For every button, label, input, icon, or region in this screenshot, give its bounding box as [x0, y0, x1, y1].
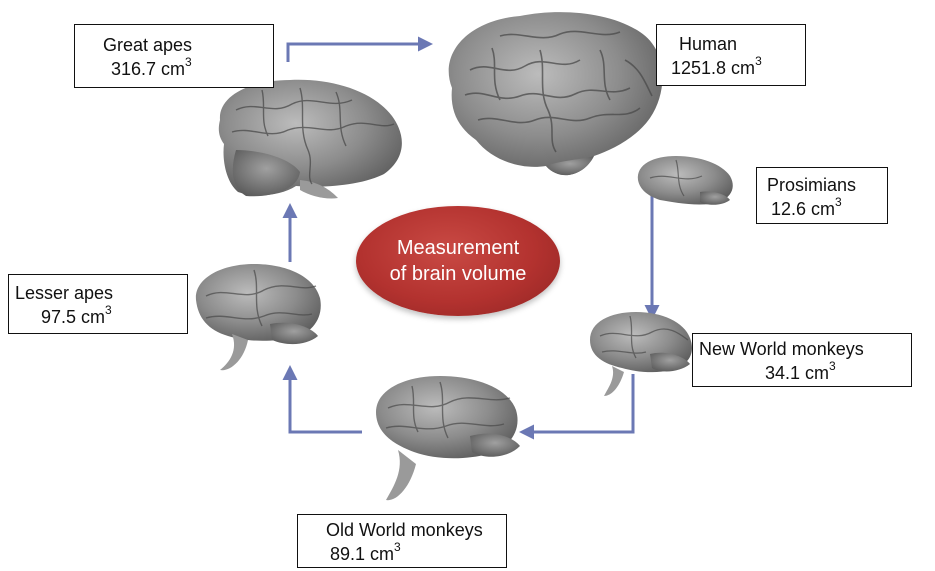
label-prosimians-name: Prosimians: [767, 173, 887, 197]
unit-exponent: 3: [105, 303, 112, 317]
unit-exponent: 3: [755, 54, 762, 68]
unit-exponent: 3: [835, 195, 842, 209]
label-great-apes: Great apes 316.7 cm3: [74, 24, 274, 88]
unit-exponent: 3: [185, 55, 192, 69]
center-measurement-ellipse: Measurement of brain volume: [356, 206, 560, 316]
center-title-line1: Measurement: [397, 235, 519, 261]
label-prosimians-volume: 12.6 cm: [771, 199, 835, 219]
label-great-apes-volume: 316.7 cm: [111, 59, 185, 79]
center-title-line2: of brain volume: [390, 261, 527, 287]
old-world-monkey-brain-icon: [376, 376, 520, 500]
human-brain-icon: [449, 12, 663, 175]
new-world-monkey-brain-icon: [590, 312, 692, 396]
label-new-world-monkeys: New World monkeys 34.1 cm3: [692, 333, 912, 387]
label-human-volume: 1251.8 cm: [671, 58, 755, 78]
label-lesser-apes: Lesser apes 97.5 cm3: [8, 274, 188, 334]
label-human: Human 1251.8 cm3: [656, 24, 806, 86]
unit-exponent: 3: [394, 540, 401, 554]
arrow-great-apes-to-human: [288, 44, 430, 62]
arrow-old-world-to-lesser-apes: [290, 368, 362, 432]
lesser-ape-brain-icon: [196, 264, 321, 370]
label-great-apes-name: Great apes: [103, 33, 273, 57]
label-new-world-monkeys-volume: 34.1 cm: [765, 363, 829, 383]
label-old-world-monkeys-name: Old World monkeys: [326, 518, 506, 542]
label-prosimians: Prosimians 12.6 cm3: [756, 167, 888, 224]
label-new-world-monkeys-name: New World monkeys: [699, 337, 911, 361]
label-old-world-monkeys: Old World monkeys 89.1 cm3: [297, 514, 507, 568]
label-lesser-apes-name: Lesser apes: [15, 281, 187, 305]
unit-exponent: 3: [829, 359, 836, 373]
great-ape-brain-icon: [219, 80, 402, 199]
label-old-world-monkeys-volume: 89.1 cm: [330, 544, 394, 564]
label-human-name: Human: [671, 32, 805, 56]
label-lesser-apes-volume: 97.5 cm: [41, 307, 105, 327]
